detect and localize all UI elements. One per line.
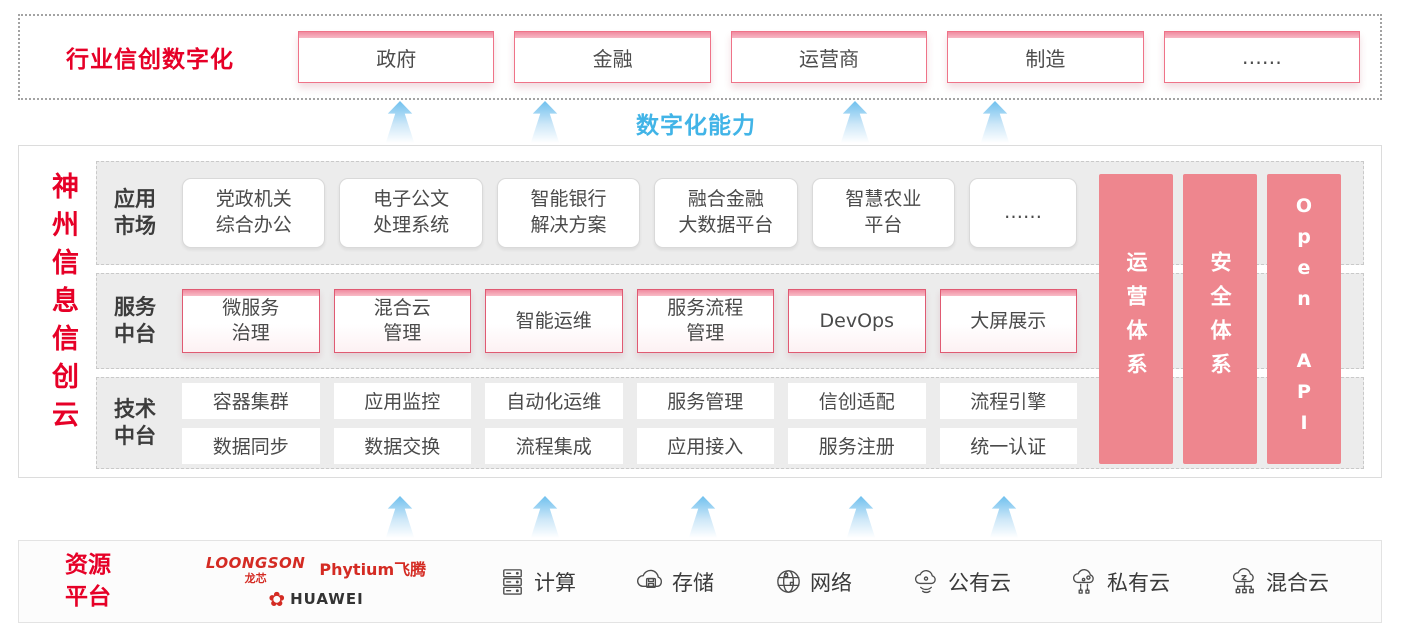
industry-band: 行业信创数字化 政府 金融 运营商 制造 …… [18,14,1382,100]
up-arrow-icon [989,496,1019,538]
svc-box-service-flow: 服务流程 管理 [636,289,774,353]
loongson-logo: LOONGSON 龙芯 [205,554,306,585]
network-globe-icon [777,570,800,593]
pillar-operation-system: 运营体系 [1099,174,1173,464]
sector-government: 政府 [298,31,495,83]
sector-more: …… [1163,31,1361,83]
up-arrow-icon [846,496,876,538]
resource-private-cloud: 私有云 [1070,566,1170,597]
up-arrow-icon [530,101,560,143]
tech-box-xinchuang-adapt: 信创适配 [788,382,926,419]
tech-box-auto-ops: 自动化运维 [485,382,623,419]
svc-box-hybrid-cloud-mgmt: 混合云 管理 [333,289,471,353]
huawei-flower-icon: ✿ [268,587,286,611]
service-platform-items: 微服务 治理 混合云 管理 智能运维 服务流程 管理 DevOps 大屏展示 [182,289,1077,353]
up-arrow-icon [688,496,718,538]
tech-platform-label: 技术 中台 [114,396,156,448]
pillar-security-system: 安全体系 [1183,174,1257,464]
tech-box-data-exchange: 数据交换 [333,427,471,464]
tech-box-app-monitoring: 应用监控 [333,382,471,419]
tech-box-app-access: 应用接入 [636,427,774,464]
tech-box-container-cluster: 容器集群 [182,382,320,419]
storage-cloud-icon [637,569,662,588]
resource-network: 网络 [773,566,852,597]
app-box-smart-agriculture: 智慧农业 平台 [811,178,956,248]
app-box-finance-bigdata: 融合金融 大数据平台 [654,178,798,248]
service-platform-label: 服务 中台 [114,294,156,346]
resource-platform-panel: 资源 平台 LOONGSON 龙芯 Phytium飞腾 ✿ HUAWEI 计算 [18,540,1382,623]
tech-box-process-integration: 流程集成 [485,427,623,464]
vendor-logos: LOONGSON 龙芯 Phytium飞腾 ✿ HUAWEI [191,554,441,609]
sector-row: 政府 金融 运营商 制造 …… [298,31,1361,83]
svc-box-intelligent-ops: 智能运维 [485,289,623,353]
tech-box-data-sync: 数据同步 [182,427,320,464]
app-box-edoc-system: 电子公文 处理系统 [339,178,483,248]
sector-telecom: 运营商 [730,31,928,83]
phytium-logo: Phytium飞腾 [319,560,427,579]
svc-box-devops: DevOps [788,289,926,353]
app-box-smart-banking: 智能银行 解决方案 [496,178,641,248]
svc-box-microservice: 微服务 治理 [182,289,320,353]
cloud-platform-title: 神州信息信创云 [47,172,78,438]
up-arrow-icon [840,101,870,143]
resource-compute: 计算 [497,566,576,597]
tech-box-process-engine: 流程引擎 [939,382,1077,419]
private-cloud-icon [1072,569,1094,594]
resource-public-cloud: 公有云 [911,566,1011,597]
resource-hybrid-cloud: 混合云 [1229,566,1329,597]
industry-band-title: 行业信创数字化 [66,47,234,73]
up-arrow-icon [530,496,560,538]
app-box-more: …… [969,178,1078,248]
svc-box-big-screen: 大屏展示 [939,289,1077,353]
huawei-logo: ✿ HUAWEI [268,587,364,611]
hybrid-cloud-icon [1232,568,1254,594]
digital-capability-label: 数字化能力 [636,113,756,139]
service-platform-row: 服务 中台 微服务 治理 混合云 管理 智能运维 服务流程 管理 DevOps … [96,273,1364,369]
up-arrow-icon [980,101,1010,143]
public-cloud-icon [914,569,936,594]
resource-storage: 存储 [635,566,714,597]
app-market-row: 应用 市场 党政机关 综合办公 电子公文 处理系统 智能银行 解决方案 融合金融… [96,161,1364,265]
tech-platform-row: 技术 中台 容器集群 应用监控 自动化运维 服务管理 信创适配 流程引擎 数据同… [96,377,1364,469]
server-icon [503,569,522,595]
tech-box-service-mgmt: 服务管理 [636,382,774,419]
sector-finance: 金融 [514,31,711,83]
tech-box-unified-auth: 统一认证 [939,427,1077,464]
app-box-gov-office: 党政机关 综合办公 [182,178,326,248]
app-market-items: 党政机关 综合办公 电子公文 处理系统 智能银行 解决方案 融合金融 大数据平台… [182,178,1078,248]
pillar-open-api: Open API [1267,174,1341,464]
up-arrow-icon [385,101,415,143]
sector-manufacturing: 制造 [947,31,1144,83]
up-arrow-icon [385,496,415,538]
resource-list: 计算 存储 网络 [497,566,1329,597]
app-market-label: 应用 市场 [114,186,156,238]
cloud-platform-panel: 神州信息信创云 应用 市场 党政机关 综合办公 电子公文 处理系统 智能银行 解… [18,145,1382,478]
tech-box-service-registry: 服务注册 [788,427,926,464]
tech-platform-items: 容器集群 应用监控 自动化运维 服务管理 信创适配 流程引擎 数据同步 数据交换… [182,382,1077,464]
resource-platform-label: 资源 平台 [65,552,111,610]
